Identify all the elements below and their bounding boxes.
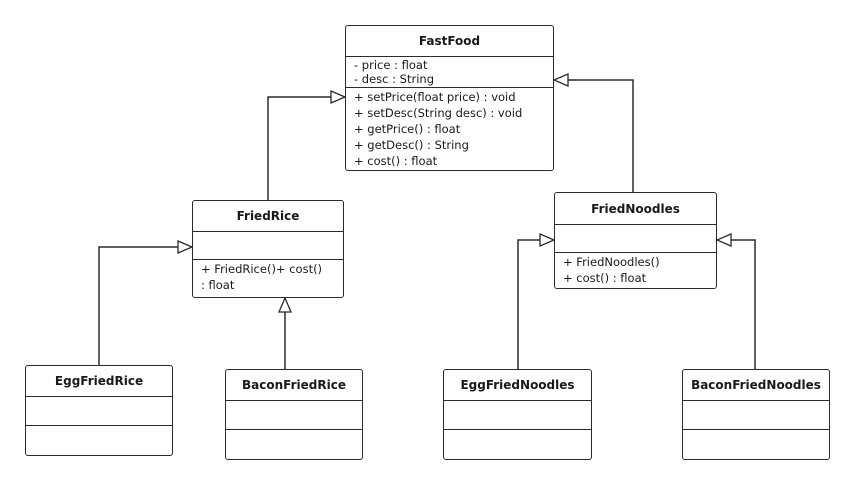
attributes-compartment [683,401,829,430]
class-name: BaconFriedNoodles [683,370,829,401]
class-baconfriedrice[interactable]: BaconFriedRice [225,369,363,460]
operation-constructor: + FriedNoodles() [563,255,660,269]
edge-friedrice-fastfood [267,97,345,200]
operations-compartment: + setPrice(float price) : void + setDesc… [346,88,553,169]
operation-cost: + cost() : float [563,271,647,285]
edge-friednoodles-fastfood [554,80,634,192]
operations-compartment: + FriedNoodles() + cost() : float [555,253,716,286]
class-name: FriedNoodles [555,193,716,225]
edge-eggfriednoodles-friednoodles [517,240,554,369]
operation-setprice: + setPrice(float price) : void [354,90,516,104]
edge-eggfriedrice-friedrice [98,247,192,365]
class-friedrice[interactable]: FriedRice + FriedRice()+ cost() : float [192,200,344,298]
attributes-compartment [555,225,716,253]
class-eggfriednoodles[interactable]: EggFriedNoodles [443,369,592,460]
operation-getprice: + getPrice() : float [354,122,461,136]
operation-cost-return: : float [201,278,235,292]
operation-cost: + cost() : float [354,154,438,168]
attributes-compartment [444,401,591,430]
class-name: FriedRice [193,201,343,232]
operation-constructor-cost: + FriedRice()+ cost() [201,262,323,276]
attribute-desc: - desc : String [354,72,435,86]
class-name: BaconFriedRice [226,370,362,401]
class-fastfood[interactable]: FastFood - price : float - desc : String… [345,25,554,171]
attributes-compartment [226,401,362,430]
class-name: FastFood [346,26,553,57]
attributes-compartment: - price : float - desc : String [346,57,553,88]
edge-baconfriednoodles-friednoodles [717,240,756,369]
operations-compartment: + FriedRice()+ cost() : float [193,260,343,293]
class-name: EggFriedRice [26,366,172,397]
operation-setdesc: + setDesc(String desc) : void [354,106,523,120]
class-friednoodles[interactable]: FriedNoodles + FriedNoodles() + cost() :… [554,192,717,289]
class-eggfriedrice[interactable]: EggFriedRice [25,365,173,456]
attributes-compartment [193,232,343,260]
attribute-price: - price : float [354,58,428,72]
attributes-compartment [26,397,172,426]
operation-getdesc: + getDesc() : String [354,138,469,152]
class-name: EggFriedNoodles [444,370,591,401]
class-baconfriednoodles[interactable]: BaconFriedNoodles [682,369,830,460]
